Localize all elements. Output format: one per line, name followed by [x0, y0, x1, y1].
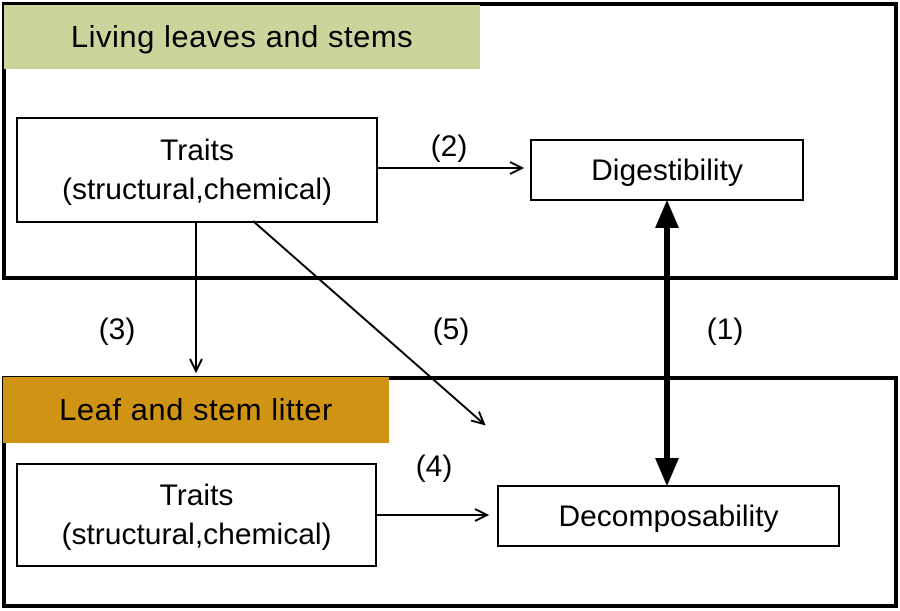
litter-traits-line2: (structural,chemical) [61, 518, 332, 551]
decomposability-box: Decomposability [497, 485, 840, 547]
digestibility-box: Digestibility [530, 139, 804, 201]
litter-traits-line1: Traits [159, 479, 234, 512]
arrow-3-label: (3) [98, 313, 136, 346]
arrow-2-label: (2) [430, 130, 468, 163]
litter-traits-box: Traits (structural,chemical) [16, 463, 377, 567]
arrow-1-label: (1) [706, 313, 744, 346]
living-section-label: Living leaves and stems [4, 5, 480, 69]
living-traits-line1: Traits [160, 134, 234, 167]
living-traits-line2: (structural,chemical) [61, 173, 333, 206]
arrow-5-label: (5) [432, 313, 470, 346]
litter-section-label: Leaf and stem litter [3, 377, 389, 443]
arrow-4-label: (4) [415, 450, 453, 483]
living-traits-box: Traits (structural,chemical) [16, 117, 378, 223]
